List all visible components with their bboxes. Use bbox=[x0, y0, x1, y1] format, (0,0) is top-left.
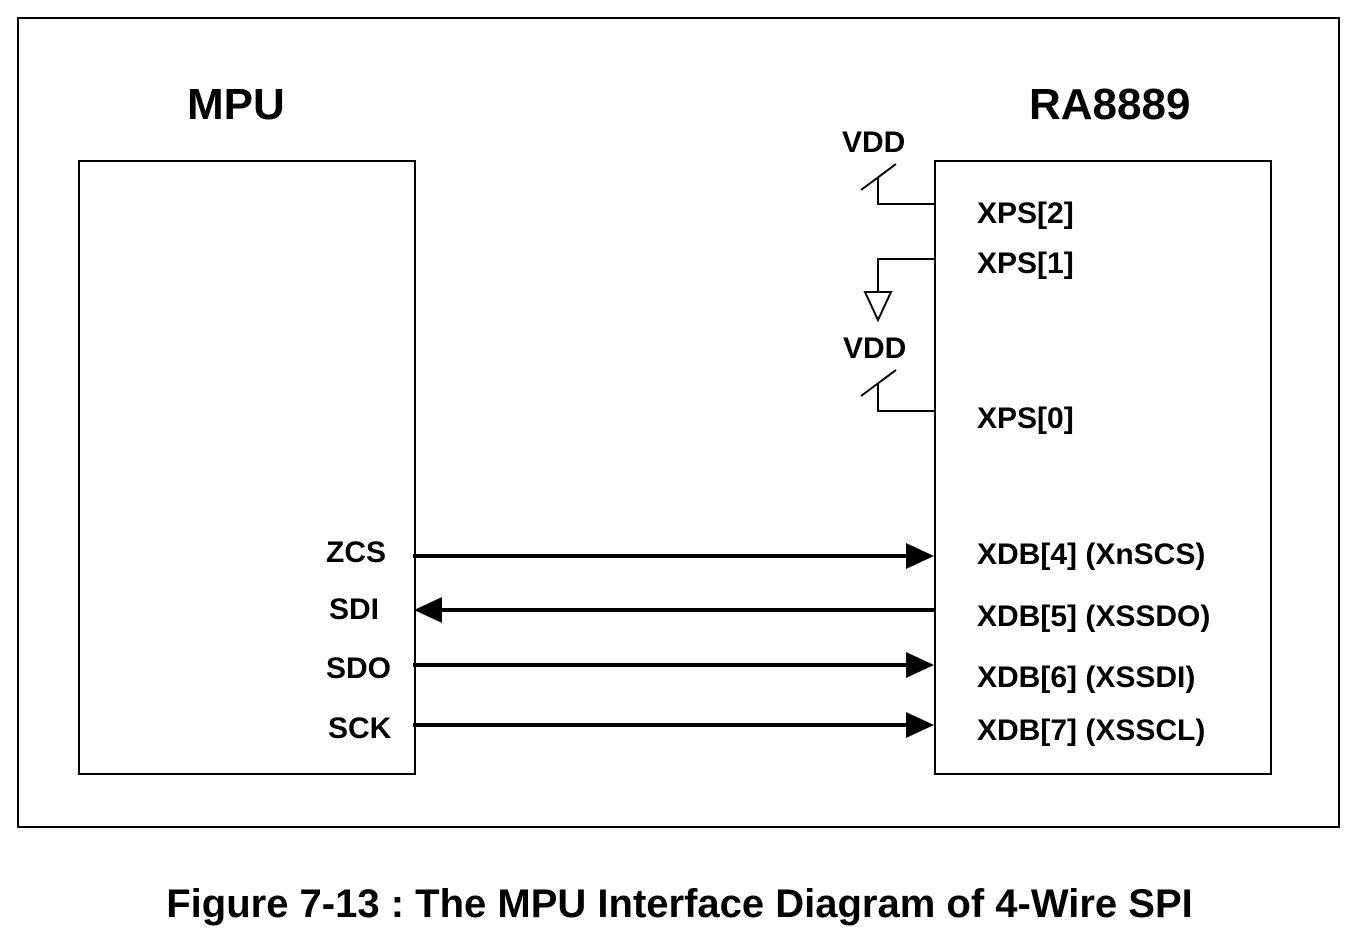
pin-xdb5: XDB[5] (XSSDO) bbox=[977, 600, 1211, 633]
mpu-title: MPU bbox=[187, 80, 285, 129]
pin-xdb4: XDB[4] (XnSCS) bbox=[977, 538, 1206, 571]
pin-xdb7: XDB[7] (XSSCL) bbox=[977, 714, 1206, 747]
sdi-arrowhead bbox=[414, 597, 442, 623]
vdd-label-top: VDD bbox=[842, 126, 906, 159]
pin-sdi: SDI bbox=[329, 593, 380, 626]
zcs-arrowhead bbox=[906, 543, 934, 569]
pin-xps1: XPS[1] bbox=[977, 247, 1074, 280]
pin-sdo: SDO bbox=[326, 652, 392, 685]
figure-caption: Figure 7-13 : The MPU Interface Diagram … bbox=[166, 882, 1193, 926]
vdd-label-bottom: VDD bbox=[843, 332, 907, 365]
sck-arrowhead bbox=[906, 712, 934, 738]
mpu-block bbox=[78, 160, 416, 775]
ra8889-block bbox=[934, 160, 1272, 775]
ra8889-title: RA8889 bbox=[1029, 80, 1191, 129]
pin-sck: SCK bbox=[328, 712, 392, 745]
pin-xps2: XPS[2] bbox=[977, 197, 1074, 230]
vdd-tie-xps0 bbox=[860, 369, 935, 412]
ground-symbol-xps1 bbox=[863, 258, 935, 323]
vdd-tie-xps2 bbox=[860, 163, 935, 205]
pin-xps0: XPS[0] bbox=[977, 402, 1074, 435]
diagram-frame bbox=[17, 17, 1340, 828]
pin-xdb6: XDB[6] (XSSDI) bbox=[977, 661, 1196, 694]
sdo-arrowhead bbox=[906, 652, 934, 678]
pin-zcs: ZCS bbox=[326, 536, 386, 569]
